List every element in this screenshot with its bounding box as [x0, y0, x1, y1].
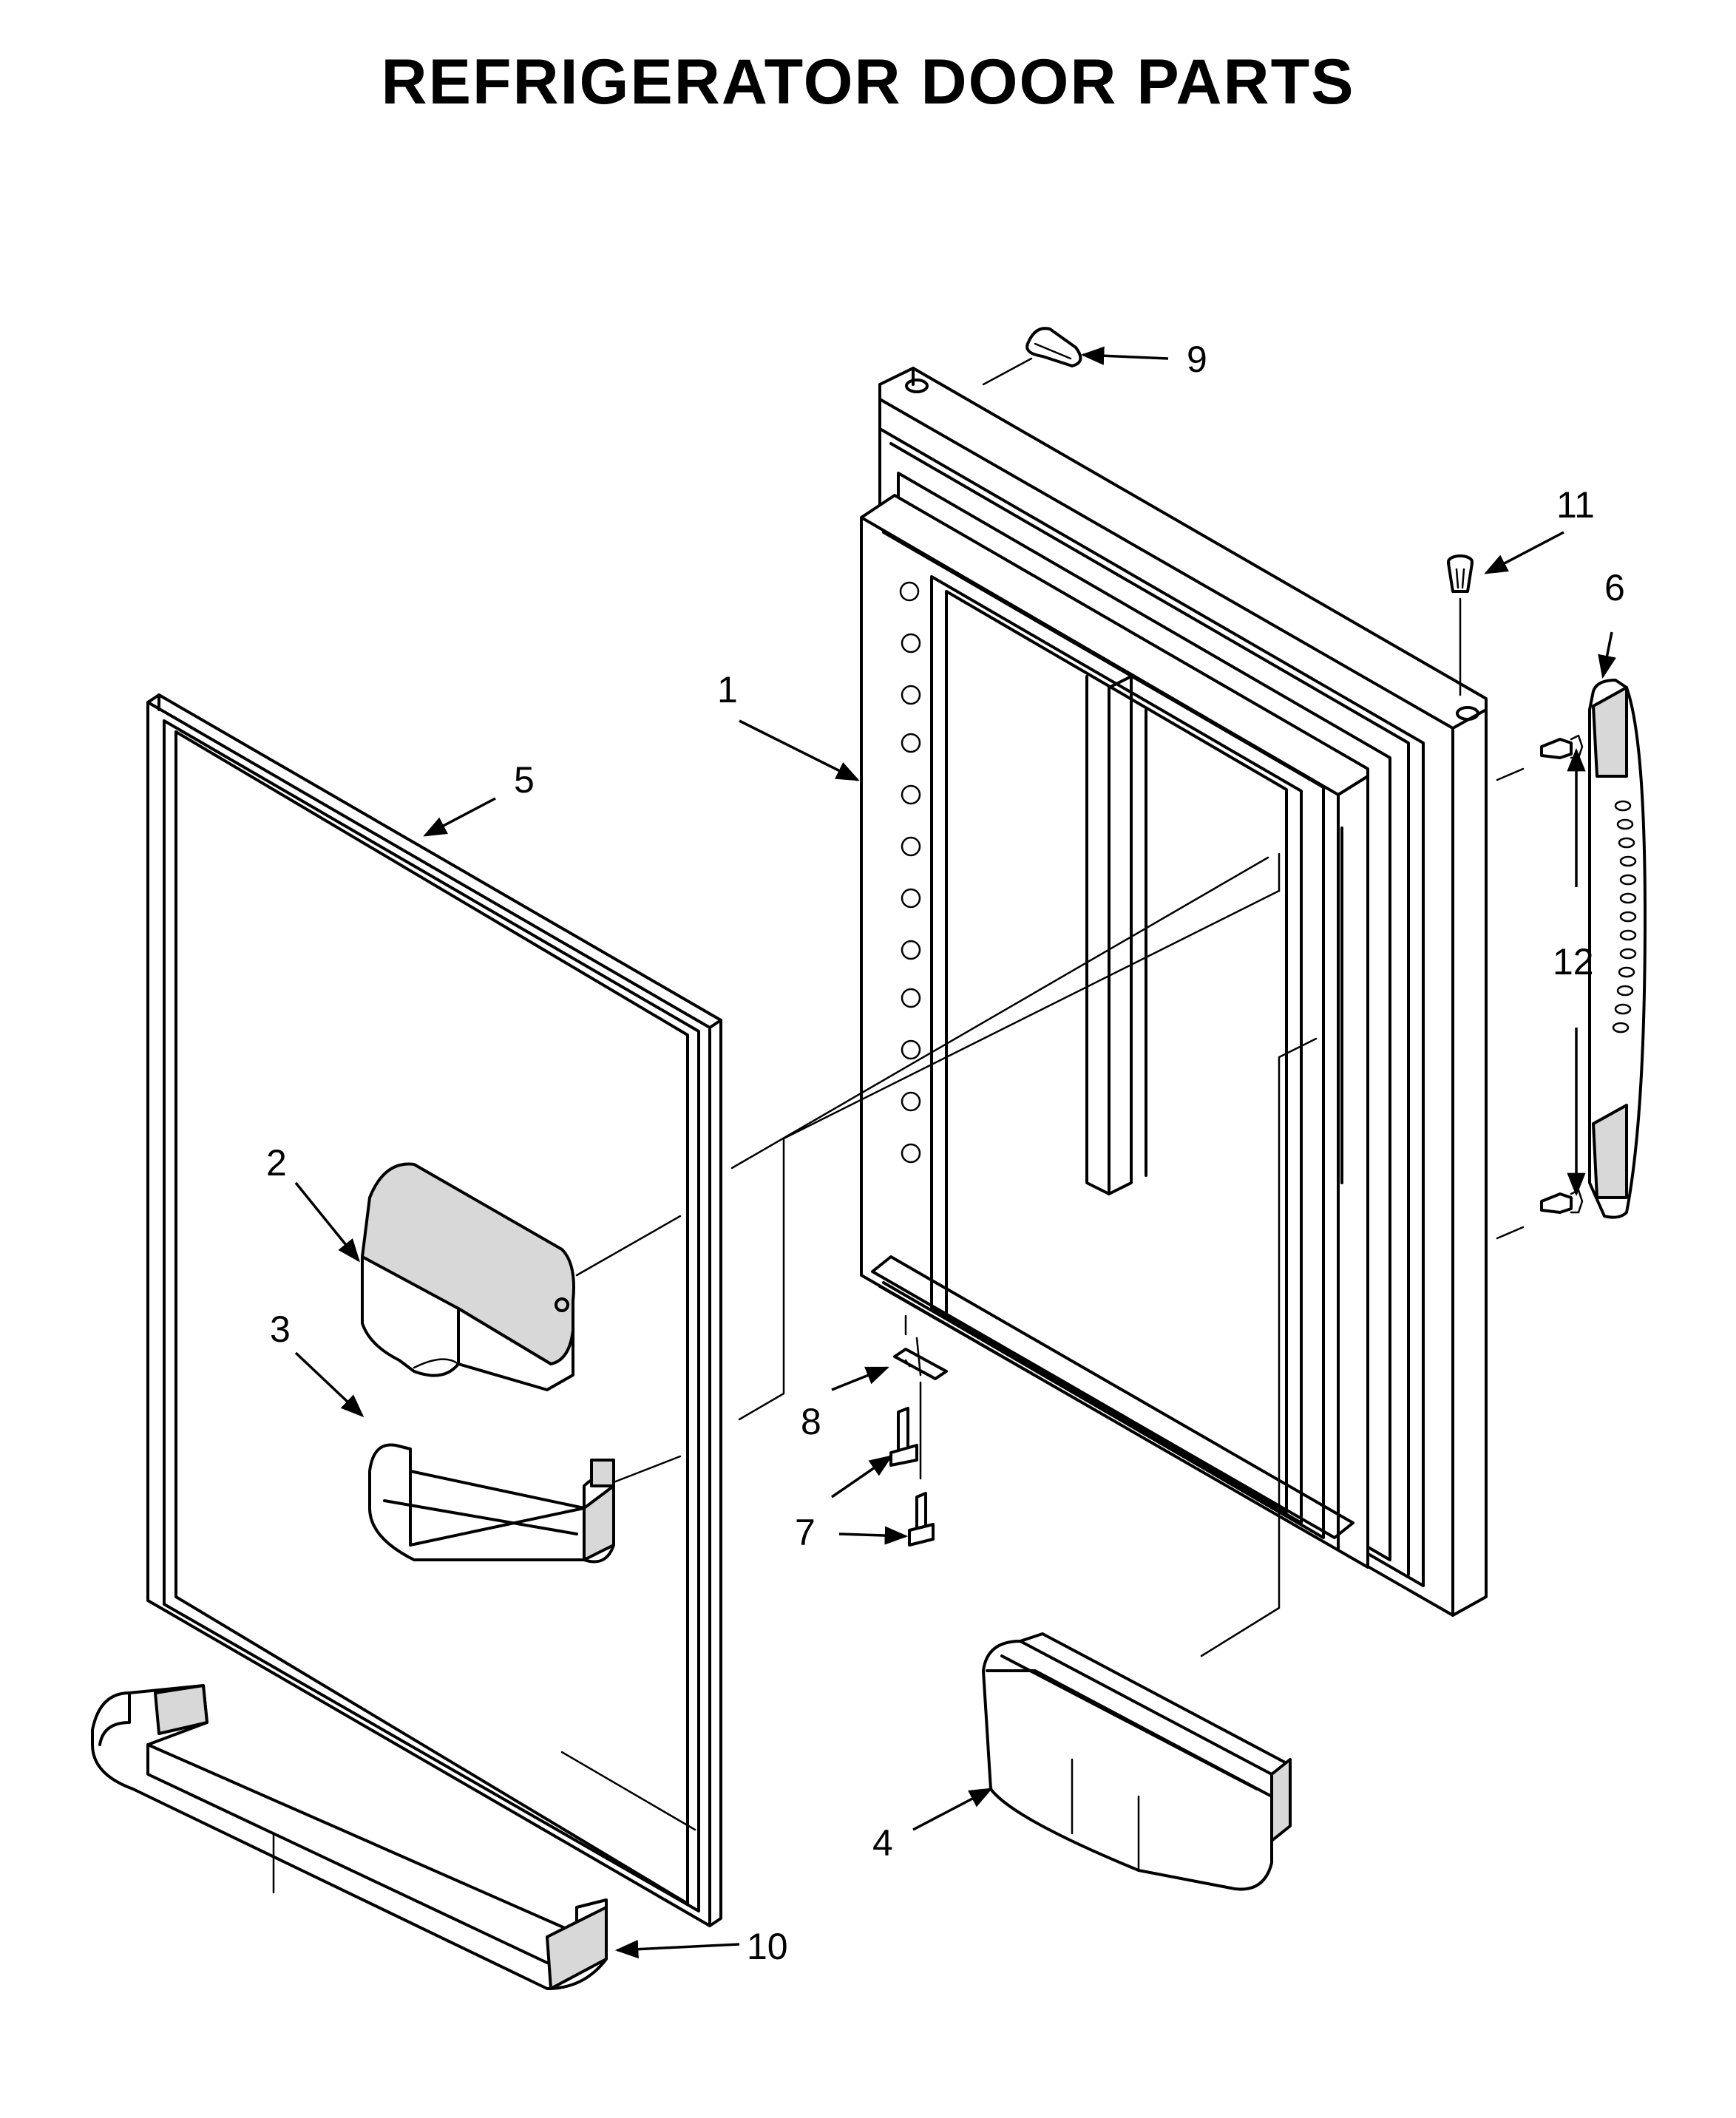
- part-4-door-bin: [982, 1632, 1292, 1891]
- part-12-handle-screws: [1540, 734, 1584, 1214]
- part-7-screws: [889, 1407, 935, 1547]
- part-11-hinge-plug: [1447, 554, 1474, 593]
- part-6-door-handle: [1588, 679, 1647, 1219]
- callout-9: 9: [1187, 339, 1207, 380]
- part-9-hinge-shim: [1025, 327, 1082, 367]
- explode-lines: [575, 357, 1525, 1657]
- callout-11: 11: [1556, 484, 1595, 526]
- leader-lines: [294, 346, 1616, 1959]
- part-1-door-liner: [860, 367, 1488, 1617]
- callout-6: 6: [1604, 567, 1625, 608]
- part-2-dispenser-housing: [361, 1162, 575, 1391]
- callout-4: 4: [872, 1822, 893, 1864]
- part-10-bottom-bin: [91, 1684, 608, 1990]
- callout-1: 1: [717, 669, 738, 710]
- callout-10: 10: [747, 1926, 788, 1967]
- part-8-bracket: [893, 1337, 948, 1380]
- part-3-dispenser-tray: [368, 1443, 615, 1564]
- callout-2: 2: [266, 1142, 287, 1184]
- callout-5: 5: [514, 759, 535, 801]
- callout-7: 7: [795, 1512, 816, 1553]
- callout-12: 12: [1553, 941, 1594, 982]
- callout-labels: 1 2 3 4 5 6 7 8 9 10 11 12: [266, 339, 1625, 1967]
- callout-8: 8: [801, 1401, 821, 1442]
- page-title: REFRIGERATOR DOOR PARTS: [381, 47, 1355, 118]
- callout-3: 3: [270, 1309, 291, 1350]
